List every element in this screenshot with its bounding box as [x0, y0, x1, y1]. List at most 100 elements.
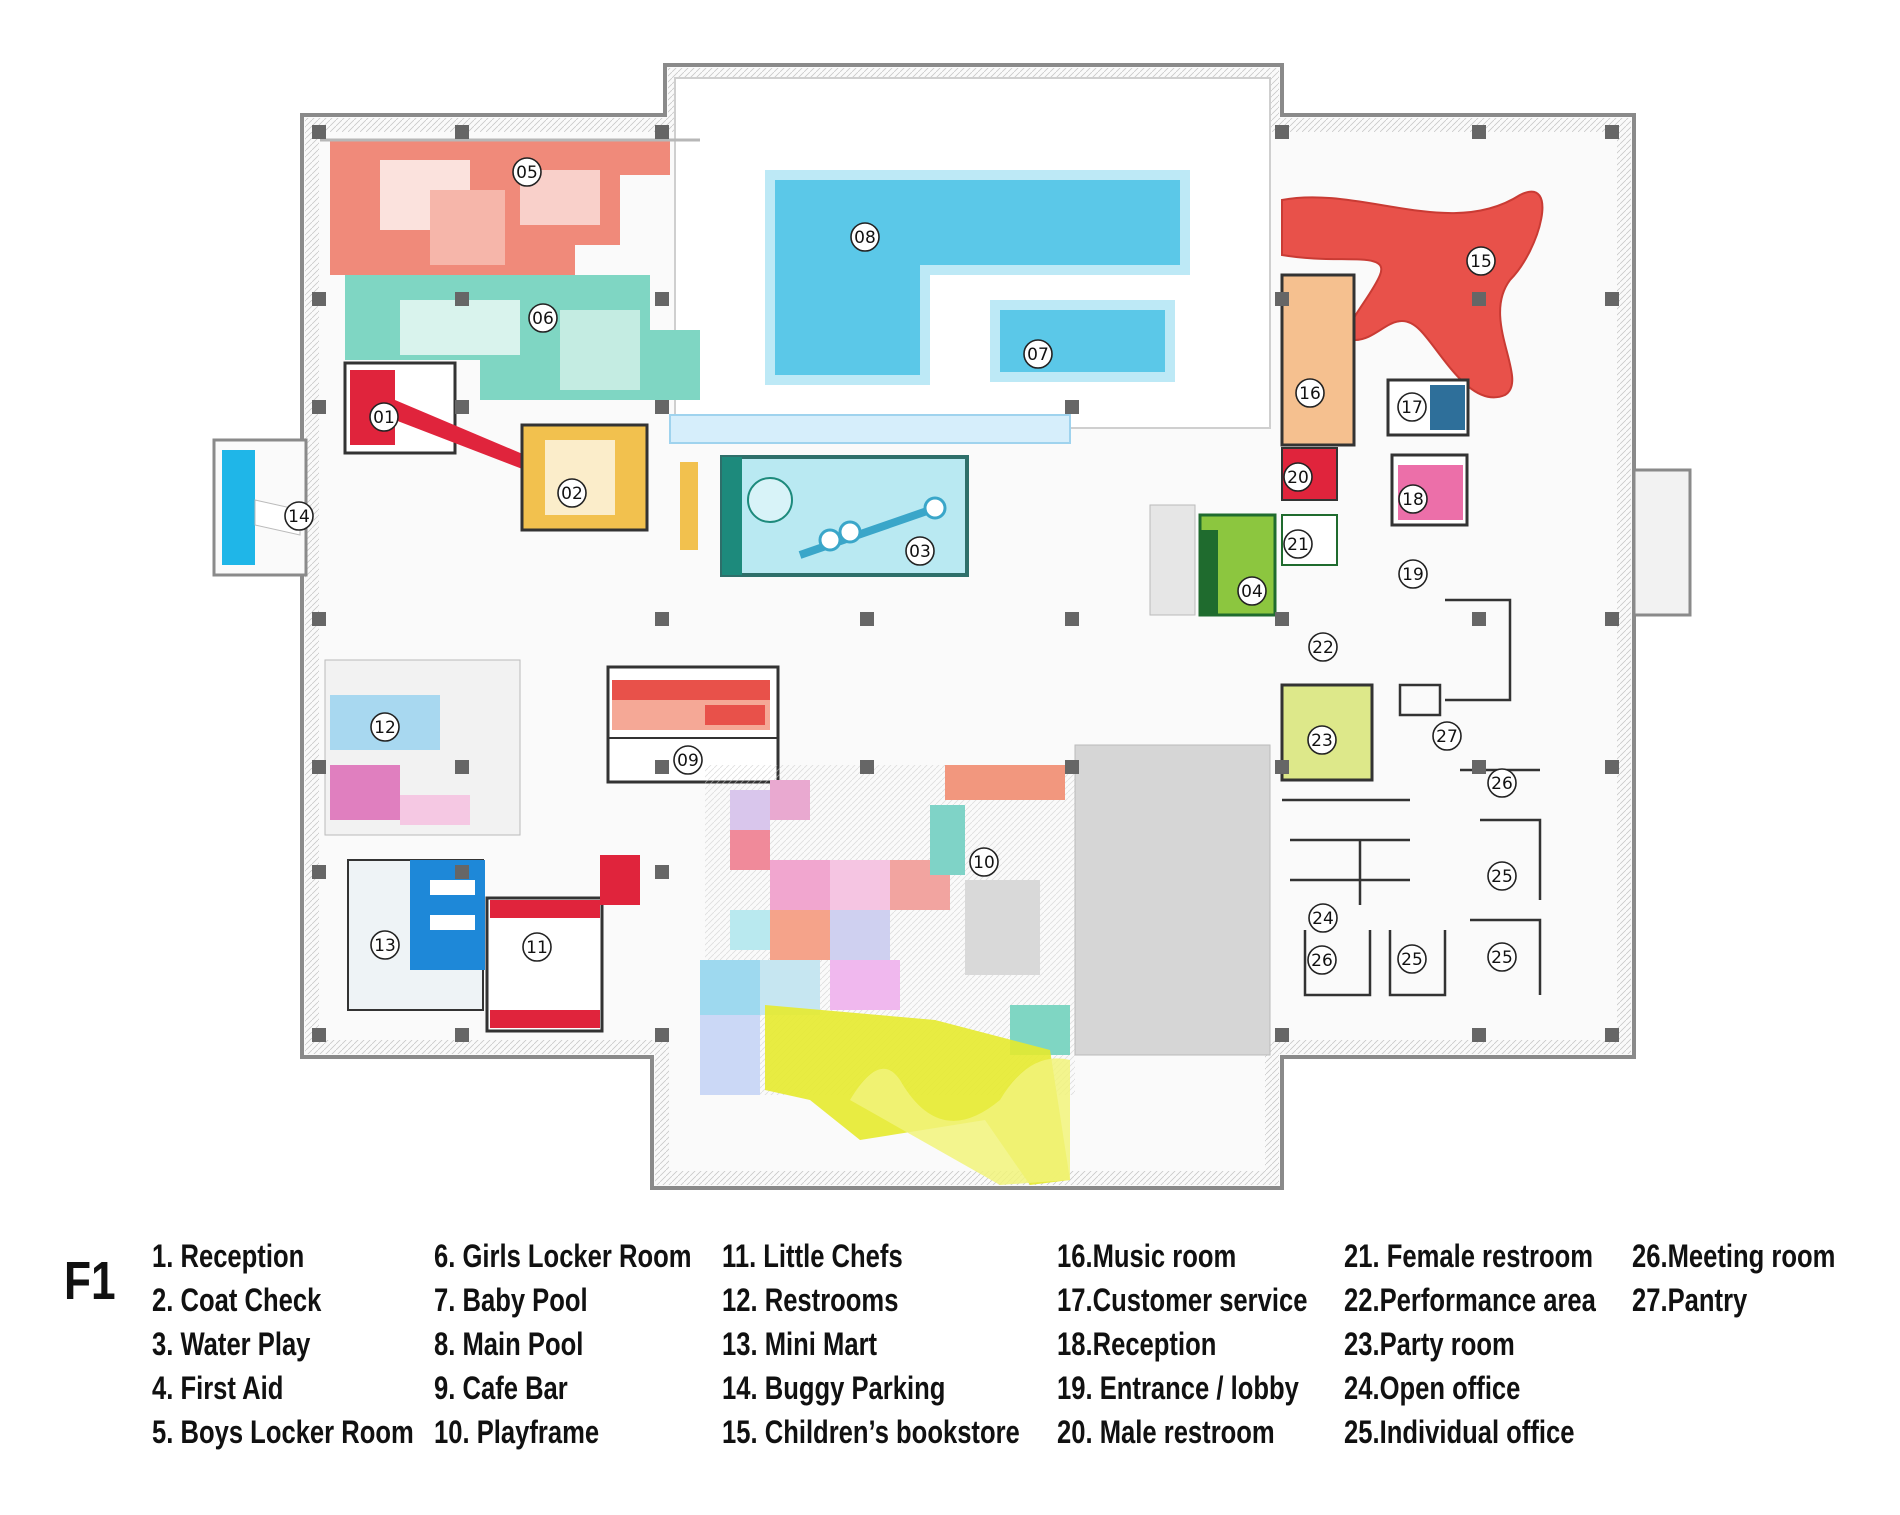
- bookstore-area: [1281, 191, 1544, 399]
- svg-text:18: 18: [1402, 490, 1424, 510]
- svg-text:14: 14: [288, 507, 310, 527]
- svg-text:05: 05: [516, 163, 538, 183]
- room-tag-08: 08: [850, 222, 880, 252]
- legend-item: 17.Customer service: [1057, 1282, 1308, 1318]
- little-chefs-area: [485, 855, 640, 1033]
- svg-text:26: 26: [1491, 774, 1513, 794]
- gray-block: [1074, 744, 1271, 1056]
- svg-text:26: 26: [1311, 951, 1333, 971]
- svg-text:15: 15: [1470, 252, 1492, 272]
- legend-item: 24.Open office: [1344, 1370, 1521, 1406]
- legend-item: 2. Coat Check: [152, 1282, 322, 1318]
- svg-text:03: 03: [909, 542, 931, 562]
- legend-item: 14. Buggy Parking: [722, 1370, 946, 1406]
- room-tag-03: 03: [905, 536, 935, 566]
- svg-text:27: 27: [1436, 727, 1458, 747]
- entrance-wing: [1632, 468, 1692, 617]
- room-tag-22: 22: [1308, 632, 1338, 662]
- music-room-area: [1280, 273, 1356, 447]
- room-tag-20: 20: [1283, 462, 1313, 492]
- mini-mart-area: [347, 859, 485, 1011]
- legend-column-5: 21. Female restroom 22.Performance area …: [1344, 1234, 1659, 1454]
- room-tag-13: 13: [370, 930, 400, 960]
- room-tag-24: 24: [1308, 903, 1338, 933]
- svg-text:21: 21: [1287, 535, 1309, 555]
- svg-text:10: 10: [973, 853, 995, 873]
- room-tag-16: 16: [1295, 378, 1325, 408]
- room-tag-17: 17: [1397, 392, 1427, 422]
- room-tag-04: 04: [1237, 576, 1267, 606]
- room-tag-11: 11: [522, 932, 552, 962]
- svg-text:22: 22: [1312, 638, 1334, 658]
- girls-locker-room: [345, 275, 700, 400]
- legend-item: 7. Baby Pool: [434, 1282, 588, 1318]
- svg-text:09: 09: [677, 751, 699, 771]
- room-tag-05: 05: [512, 157, 542, 187]
- room-tag-01: 01: [369, 402, 399, 432]
- svg-text:01: 01: [373, 408, 395, 428]
- pool-glass: [669, 414, 1071, 444]
- room-tag-15: 15: [1466, 246, 1496, 276]
- legend-item: 13. Mini Mart: [722, 1326, 878, 1362]
- restrooms-area: [324, 659, 521, 836]
- svg-text:19: 19: [1402, 565, 1424, 585]
- legend-item: 27.Pantry: [1632, 1282, 1748, 1318]
- legend-item: 10. Playframe: [434, 1414, 600, 1450]
- room-tag-06: 06: [528, 303, 558, 333]
- svg-text:04: 04: [1241, 582, 1263, 602]
- room-tag-27: 27: [1432, 721, 1462, 751]
- svg-text:07: 07: [1027, 345, 1049, 365]
- legend-item: 3. Water Play: [152, 1326, 311, 1362]
- room-tag-07: 07: [1023, 339, 1053, 369]
- floor-plan: 05 06 08 07 01 02 03 04 14 09 12 10 13 1…: [212, 63, 1692, 1190]
- room-tag-19: 19: [1398, 559, 1428, 589]
- svg-text:20: 20: [1287, 468, 1309, 488]
- room-tag-18: 18: [1398, 484, 1428, 514]
- room-tag-26b: 26: [1307, 945, 1337, 975]
- legend-item: 25.Individual office: [1344, 1414, 1575, 1450]
- legend-item: 1. Reception: [152, 1238, 305, 1274]
- svg-text:12: 12: [374, 718, 396, 738]
- legend-column-3: 11. Little Chefs 12. Restrooms 13. Mini …: [722, 1234, 1094, 1454]
- room-tag-25b: 25: [1397, 944, 1427, 974]
- coat-check-area: [520, 423, 698, 550]
- legend-item: 11. Little Chefs: [722, 1238, 903, 1274]
- legend-item: 8. Main Pool: [434, 1326, 584, 1362]
- room-tag-12: 12: [370, 712, 400, 742]
- room-tag-25a: 25: [1487, 861, 1517, 891]
- legend-column-4: 16.Music room 17.Customer service 18.Rec…: [1057, 1234, 1370, 1454]
- legend-item: 5. Boys Locker Room: [152, 1414, 414, 1450]
- legend-item: 19. Entrance / lobby: [1057, 1370, 1299, 1406]
- legend-column-6: 26.Meeting room 27.Pantry: [1632, 1234, 1886, 1322]
- room-tag-25c: 25: [1487, 942, 1517, 972]
- pillars: [312, 125, 1619, 1042]
- legend-item: 16.Music room: [1057, 1238, 1237, 1274]
- svg-text:13: 13: [374, 936, 396, 956]
- svg-text:25: 25: [1491, 867, 1513, 887]
- room-tag-09: 09: [673, 745, 703, 775]
- legend-item: 15. Children’s bookstore: [722, 1414, 1020, 1450]
- room-tag-21: 21: [1283, 529, 1313, 559]
- legend-item: 21. Female restroom: [1344, 1238, 1593, 1274]
- svg-text:16: 16: [1299, 384, 1321, 404]
- legend-item: 6. Girls Locker Room: [434, 1238, 692, 1274]
- legend-item: 23.Party room: [1344, 1326, 1515, 1362]
- reception-pink-area: [1390, 453, 1469, 527]
- legend-item: 22.Performance area: [1344, 1282, 1596, 1318]
- legend-item: 4. First Aid: [152, 1370, 284, 1406]
- legend-item: 26.Meeting room: [1632, 1238, 1836, 1274]
- svg-text:08: 08: [854, 228, 876, 248]
- legend-item: 12. Restrooms: [722, 1282, 899, 1318]
- boys-locker-room: [320, 138, 700, 310]
- water-play-area: [720, 455, 969, 577]
- legend-column-2: 6. Girls Locker Room 7. Baby Pool 8. Mai…: [434, 1234, 756, 1454]
- legend-item: 9. Cafe Bar: [434, 1370, 568, 1406]
- legend-item: 20. Male restroom: [1057, 1414, 1275, 1450]
- svg-text:11: 11: [526, 938, 548, 958]
- room-tag-10: 10: [969, 847, 999, 877]
- baby-pool: [990, 300, 1175, 382]
- svg-text:17: 17: [1401, 398, 1423, 418]
- floor-label: F1: [64, 1251, 116, 1311]
- svg-text:23: 23: [1311, 731, 1333, 751]
- room-tag-02: 02: [557, 478, 587, 508]
